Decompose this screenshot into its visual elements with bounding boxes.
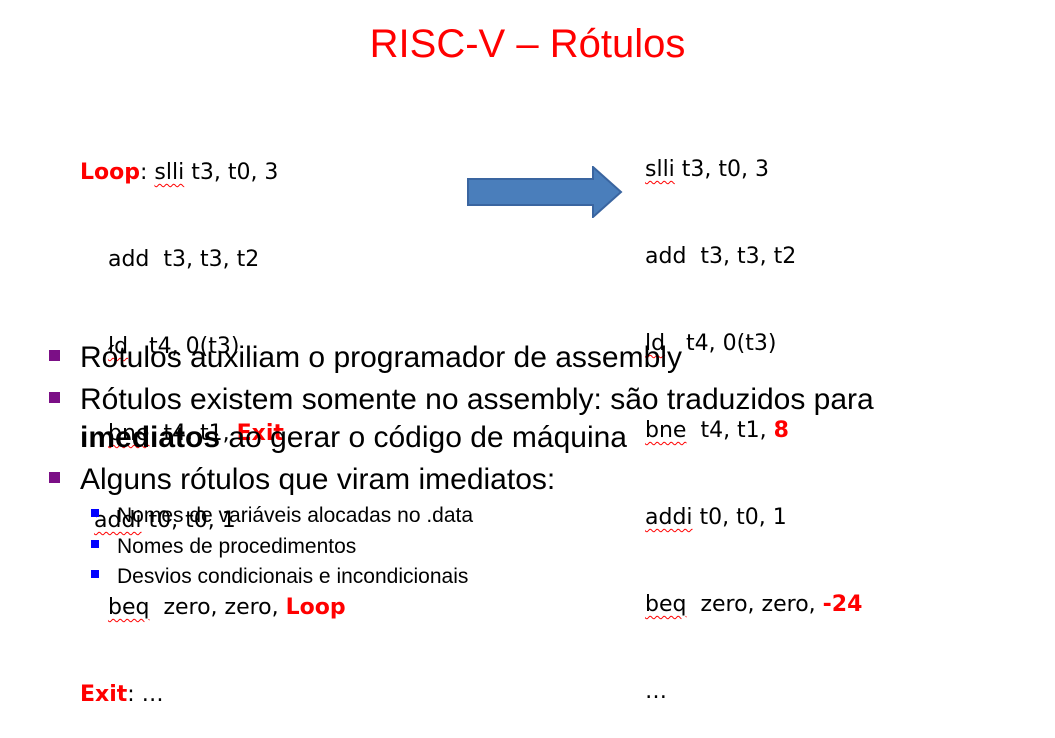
sub-bullet-square-icon <box>91 540 99 548</box>
code-args: t4, 0(t3) <box>665 331 777 356</box>
label-loop: Loop <box>80 160 140 185</box>
code-args: zero, zero, <box>686 592 823 617</box>
code-args: t4, t1, <box>686 418 774 443</box>
code-line: slli t3, t0, 3 <box>645 155 862 184</box>
code-args: t4, 0(t3) <box>128 334 240 359</box>
code-args: t3, t0, 3 <box>184 160 279 185</box>
code-line: Exit: … <box>80 680 346 709</box>
bullet-item-continuation: imediatos ao gerar o código de máquina <box>80 419 627 457</box>
code-line: … <box>645 677 862 706</box>
code-op: add <box>107 247 150 272</box>
code-args: t4, t1, <box>149 421 237 446</box>
bullet-item: Rótulos auxiliam o programador de assemb… <box>80 341 682 374</box>
code-op: ld <box>107 334 129 359</box>
label-exit: Exit <box>80 682 128 707</box>
arrow-shape <box>467 166 623 218</box>
code-args: t3, t3, t2 <box>686 244 797 269</box>
code-args: t3, t0, 3 <box>674 157 770 182</box>
label-reference-exit: Exit <box>236 421 284 446</box>
code-op: addi <box>645 505 693 530</box>
code-args: t0, t0, 1 <box>141 508 236 533</box>
code-op: add <box>645 244 687 269</box>
code-indent <box>80 595 108 620</box>
slide-title: RISC-V – Rótulos <box>369 22 686 66</box>
bullet-square-icon <box>49 350 60 361</box>
code-line: ld t4, 0(t3) <box>80 332 346 361</box>
code-args: t3, t3, t2 <box>149 247 260 272</box>
code-indent <box>80 247 108 272</box>
code-op: beq <box>645 592 687 617</box>
bullet-square-icon <box>49 392 60 403</box>
code-op: ld <box>645 331 666 356</box>
code-line: beq zero, zero, Loop <box>80 593 346 622</box>
code-op: slli <box>154 160 185 185</box>
sub-bullet-square-icon <box>91 509 99 517</box>
code-ellipsis: … <box>645 679 667 704</box>
code-line: add t3, t3, t2 <box>80 245 346 274</box>
code-text: : … <box>127 682 164 707</box>
bullet-text: ao gerar o código de máquina <box>220 421 627 454</box>
code-op: bne <box>107 421 150 446</box>
sub-bullet-item: Nomes de procedimentos <box>117 535 357 558</box>
code-op: bne <box>645 418 687 443</box>
code-op: addi <box>94 508 142 533</box>
code-line: add t3, t3, t2 <box>645 242 862 271</box>
emphasis-text: imediatos <box>80 421 221 454</box>
immediate-value: -24 <box>822 592 863 617</box>
code-line: beq zero, zero, -24 <box>645 590 862 619</box>
bullet-square-icon <box>49 472 60 483</box>
bullet-item: Alguns rótulos que viram imediatos: <box>80 463 556 496</box>
sub-bullet-item: Desvios condicionais e incondicionais <box>117 565 469 588</box>
label-reference-loop: Loop <box>285 595 346 620</box>
code-args: t0, t0, 1 <box>692 505 787 530</box>
code-op: beq <box>107 595 150 620</box>
code-op: slli <box>645 157 675 182</box>
code-args: zero, zero, <box>149 595 286 620</box>
code-line: bne t4, t1, 8 <box>645 416 862 445</box>
immediate-value: 8 <box>773 418 789 443</box>
code-line: Loop: slli t3, t0, 3 <box>80 158 346 187</box>
sub-bullet-square-icon <box>91 570 99 578</box>
code-line: bne t4, t1, Exit <box>80 419 346 448</box>
right-arrow-icon <box>467 166 623 218</box>
code-text: : <box>140 160 155 185</box>
code-line: addi t0, t0, 1 <box>80 506 346 535</box>
sub-bullet-item: Nomes de variáveis alocadas no .data <box>117 504 474 527</box>
code-line: ld t4, 0(t3) <box>645 329 862 358</box>
code-line: addi t0, t0, 1 <box>645 503 862 532</box>
bullet-item: Rótulos existem somente no assembly: são… <box>80 383 874 416</box>
